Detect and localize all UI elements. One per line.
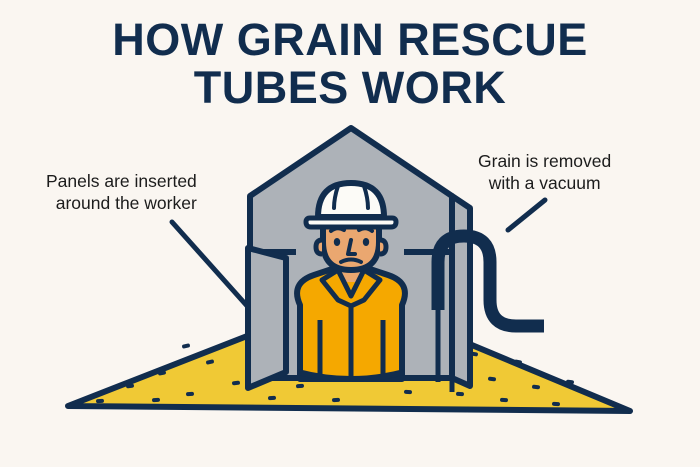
callout-vacuum-line-2: with a vacuum bbox=[488, 173, 601, 194]
vacuum-hose bbox=[431, 229, 544, 333]
hard-hat-rib-right bbox=[362, 184, 370, 210]
ear-left bbox=[313, 237, 323, 257]
title-line-2: TUBES WORK bbox=[193, 61, 507, 113]
trapped-worker bbox=[294, 180, 408, 382]
title-line-1: HOW GRAIN RESCUE bbox=[112, 14, 588, 65]
hard-hat bbox=[303, 180, 399, 230]
hard-hat-brim bbox=[303, 215, 399, 230]
eye-right bbox=[362, 238, 370, 246]
hard-hat-rib-left bbox=[332, 184, 340, 210]
nose bbox=[346, 238, 357, 256]
callout-panels: Panels are inserted around the worker bbox=[46, 170, 197, 215]
mouth-frown bbox=[339, 257, 363, 264]
ear-right bbox=[379, 237, 389, 257]
callout-vacuum: Grain is removed with a vacuum bbox=[478, 150, 611, 195]
shirt-hem bbox=[297, 369, 405, 382]
callout-vacuum-line-1: Grain is removed bbox=[478, 151, 612, 171]
vacuum-hose-tube bbox=[431, 229, 544, 333]
leader-line-left bbox=[169, 219, 251, 310]
tube-right-wall bbox=[449, 193, 473, 389]
callout-panels-line-2: around the worker bbox=[55, 193, 197, 214]
leader-line-right bbox=[505, 197, 548, 233]
callout-panels-line-1: Panels are inserted bbox=[46, 171, 197, 191]
eye-left bbox=[333, 238, 341, 246]
shirt-collar bbox=[319, 267, 383, 309]
front-left-open-panel bbox=[245, 245, 289, 391]
page-title: HOW GRAIN RESCUE TUBES WORK bbox=[0, 16, 700, 111]
hard-hat-dome bbox=[315, 180, 387, 220]
